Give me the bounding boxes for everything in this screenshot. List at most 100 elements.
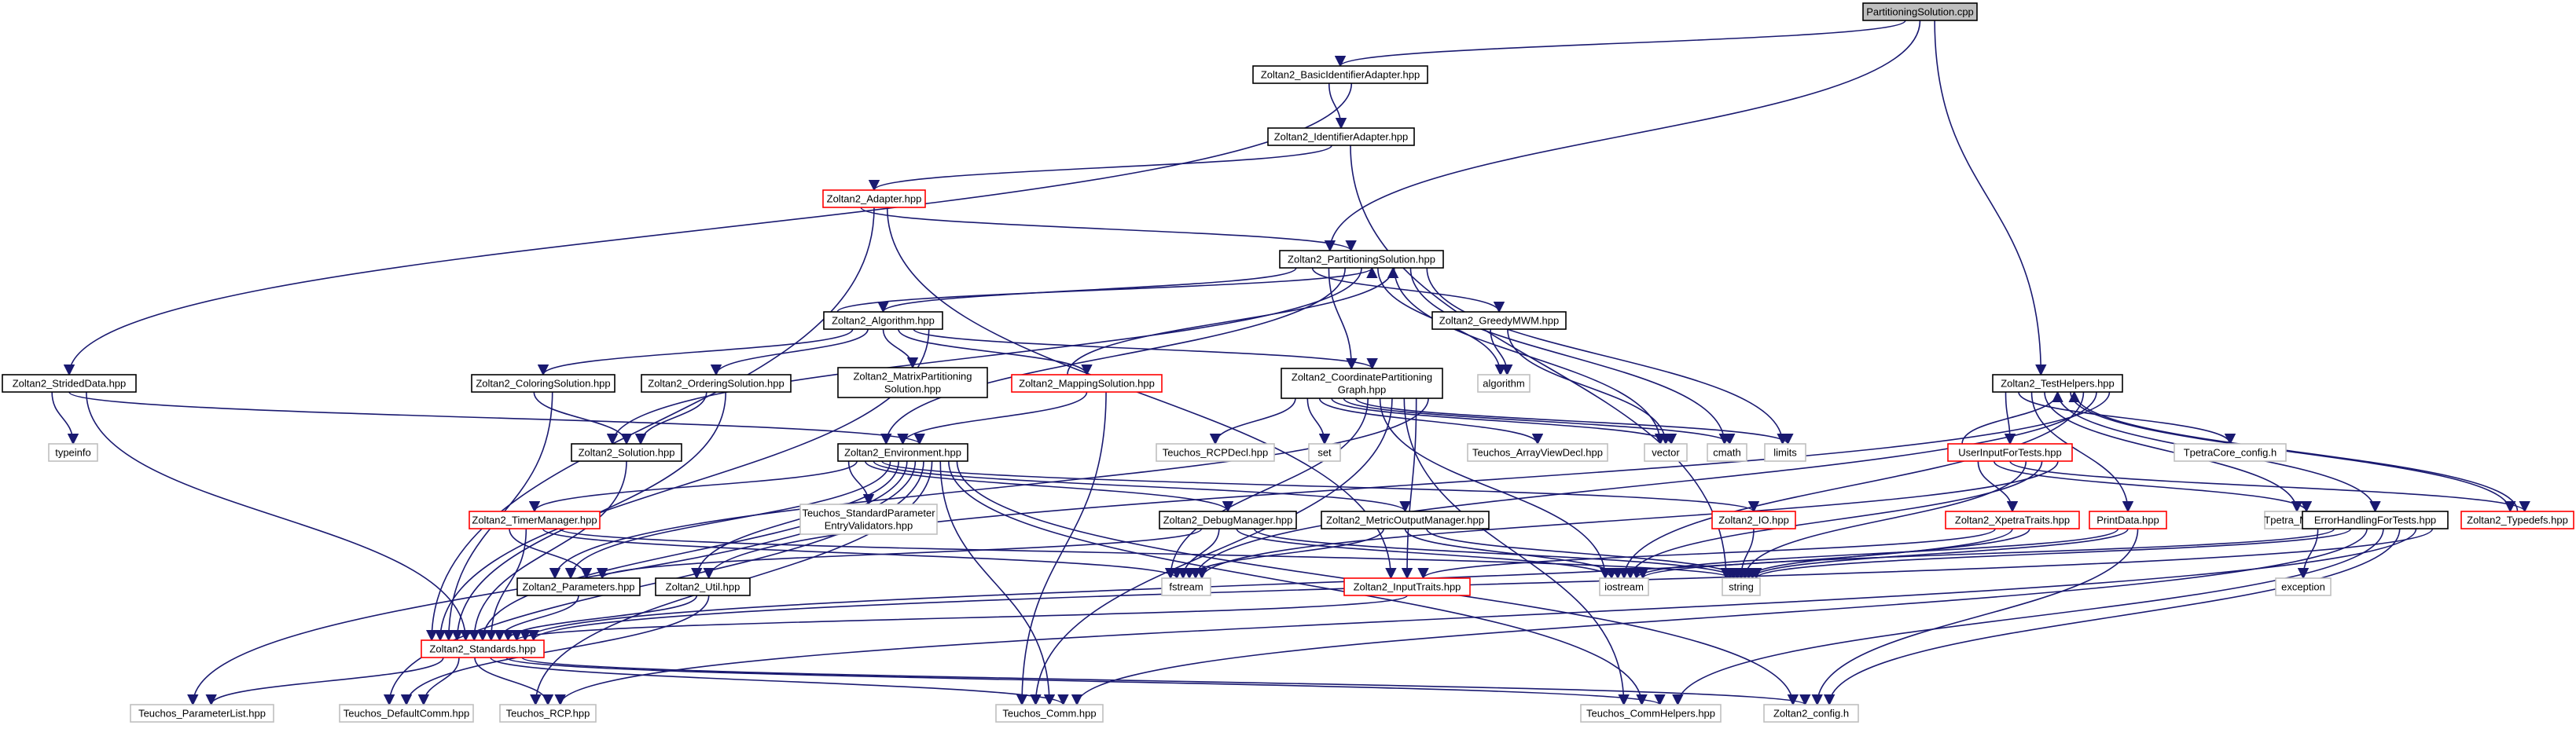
graph-node-fstream[interactable]: fstream (1161, 577, 1211, 596)
graph-node-metricout[interactable]: Zoltan2_MetricOutputManager.hpp (1321, 511, 1490, 529)
graph-node-params[interactable]: Zoltan2_Parameters.hpp (516, 577, 641, 596)
graph-node-standards[interactable]: Zoltan2_Standards.hpp (421, 639, 545, 658)
graph-node-coloring[interactable]: Zoltan2_ColoringSolution.hpp (471, 374, 616, 393)
graph-node-rcpdecl[interactable]: Teuchos_RCPDecl.hpp (1156, 443, 1275, 462)
edge-environment-to-comm (939, 460, 1056, 706)
graph-node-config[interactable]: Zoltan2_config.h (1763, 704, 1859, 723)
graph-node-string[interactable]: string (1722, 577, 1761, 596)
graph-node-algorithm_hpp[interactable]: Zoltan2_Algorithm.hpp (823, 311, 943, 330)
graph-node-basic_id[interactable]: Zoltan2_BasicIdentifierAdapter.hpp (1252, 65, 1428, 84)
node-label: cmath (1713, 447, 1740, 459)
node-label: Teuchos_RCPDecl.hpp (1163, 447, 1268, 459)
graph-node-ordering[interactable]: Zoltan2_OrderingSolution.hpp (641, 374, 792, 393)
edge-metricout-to-string (1426, 528, 1744, 580)
graph-node-commhelpers[interactable]: Teuchos_CommHelpers.hpp (1580, 704, 1722, 723)
graph-node-id_adapter[interactable]: Zoltan2_IdentifierAdapter.hpp (1267, 127, 1415, 146)
edge-testhelpers-to-iostream (1618, 391, 2085, 580)
node-box (2275, 577, 2332, 596)
edge-timer-to-string (559, 528, 1736, 580)
edge-userinput-to-tpetramap (1993, 460, 2313, 513)
graph-node-algorithm_std[interactable]: algorithm (1477, 374, 1531, 393)
edge-standards-to-rcp (474, 657, 554, 706)
graph-node-printdata[interactable]: PrintData.hpp (2089, 511, 2167, 529)
graph-node-io[interactable]: Zoltan2_IO.hpp (1711, 511, 1796, 529)
graph-node-userinput[interactable]: UserInputForTests.hpp (1947, 443, 2073, 462)
node-box (799, 504, 938, 535)
edge-algorithm_hpp-to-matrixpart (882, 328, 919, 369)
graph-node-mapping[interactable]: Zoltan2_MappingSolution.hpp (1011, 374, 1163, 393)
node-label: EntryValidators.hpp (825, 520, 913, 532)
graph-node-iostream[interactable]: iostream (1599, 577, 1649, 596)
edge-environment-to-debugmgr (864, 460, 1234, 513)
edge-environment-to-metricout (873, 460, 1411, 513)
graph-node-limits[interactable]: limits (1764, 443, 1806, 462)
edge-testhelpers-to-tpetramap (2044, 391, 2303, 513)
edge-errhandling-to-config (1824, 528, 2401, 706)
graph-node-adapter[interactable]: Zoltan2_Adapter.hpp (822, 189, 926, 208)
edge-algorithm_hpp-to-ordering (710, 328, 869, 376)
node-box (2302, 511, 2449, 529)
node-box (1281, 368, 1443, 399)
graph-node-defaultcomm[interactable]: Teuchos_DefaultComm.hpp (339, 704, 474, 723)
node-label: Teuchos_StandardParameter (802, 507, 935, 519)
graph-node-comm[interactable]: Teuchos_Comm.hpp (995, 704, 1104, 723)
graph-node-set[interactable]: set (1308, 443, 1341, 462)
edge-xpetra-to-inputtraits (1417, 528, 1996, 580)
graph-node-util[interactable]: Zoltan2_Util.hpp (655, 577, 751, 596)
graph-node-xpetra[interactable]: Zoltan2_XpetraTraits.hpp (1945, 511, 2080, 529)
graph-node-typedefs[interactable]: Zoltan2_Typedefs.hpp (2460, 511, 2574, 529)
node-label: PartitioningSolution.cpp (1866, 6, 1974, 18)
graph-node-environment[interactable]: Zoltan2_Environment.hpp (837, 443, 968, 462)
graph-node-ps_cpp[interactable]: PartitioningSolution.cpp (1862, 2, 1978, 21)
graph-node-strided[interactable]: Zoltan2_StridedData.hpp (2, 374, 137, 393)
edge-environment-to-timer (528, 460, 858, 513)
graph-node-timer[interactable]: Zoltan2_TimerManager.hpp (469, 511, 601, 529)
node-label: Zoltan2_BasicIdentifierAdapter.hpp (1261, 69, 1420, 81)
graph-node-typeinfo[interactable]: typeinfo (48, 443, 98, 462)
graph-node-stdparam[interactable]: Teuchos_StandardParameterEntryValidators… (799, 504, 938, 535)
graph-node-cmath[interactable]: cmath (1707, 443, 1747, 462)
node-box (1156, 443, 1275, 462)
node-box (339, 704, 474, 723)
node-box (471, 374, 616, 393)
node-box (1431, 311, 1567, 330)
node-box (1764, 443, 1806, 462)
edge-ps_cpp-to-psol (1324, 20, 1921, 252)
graph-node-vector[interactable]: vector (1644, 443, 1688, 462)
edge-printdata-to-string (1747, 528, 2129, 580)
node-box (130, 704, 274, 723)
node-label: Zoltan2_TimerManager.hpp (472, 515, 597, 526)
edge-util-to-standards (502, 595, 698, 642)
node-label: Zoltan2_Standards.hpp (429, 643, 535, 655)
graph-node-debugmgr[interactable]: Zoltan2_DebugManager.hpp (1159, 511, 1297, 529)
node-label: Zoltan2_StridedData.hpp (13, 378, 127, 390)
edge-ps_cpp-to-testhelpers (1934, 20, 2047, 376)
edge-coordgraph-to-iostream (1379, 397, 1611, 580)
graph-node-psol[interactable]: Zoltan2_PartitioningSolution.hpp (1279, 250, 1444, 269)
graph-node-rcp[interactable]: Teuchos_RCP.hpp (499, 704, 597, 723)
graph-node-solution[interactable]: Zoltan2_Solution.hpp (571, 443, 682, 462)
graph-node-testhelpers[interactable]: Zoltan2_TestHelpers.hpp (1992, 374, 2123, 393)
graph-node-arrayview[interactable]: Teuchos_ArrayViewDecl.hpp (1467, 443, 1608, 462)
graph-node-errhandling[interactable]: ErrorHandlingForTests.hpp (2302, 511, 2449, 529)
node-label: UserInputForTests.hpp (1958, 447, 2062, 459)
edge-standards-to-paramlist (205, 657, 444, 706)
node-label: Zoltan2_ColoringSolution.hpp (476, 378, 610, 390)
edge-timer-to-params (509, 528, 593, 580)
edge-psol-to-coordgraph (1328, 267, 1358, 370)
graph-node-greedy[interactable]: Zoltan2_GreedyMWM.hpp (1431, 311, 1567, 330)
edge-standards-to-config (521, 657, 1810, 706)
graph-node-exception[interactable]: exception (2275, 577, 2332, 596)
graph-node-inputtraits[interactable]: Zoltan2_InputTraits.hpp (1343, 577, 1471, 596)
node-label: Zoltan2_Algorithm.hpp (832, 315, 935, 327)
node-box (1267, 127, 1415, 146)
node-box (421, 639, 545, 658)
graph-node-tpetracore[interactable]: TpetraCore_config.h (2174, 443, 2287, 462)
edge-testhelpers-to-tpetracore (2018, 391, 2236, 445)
edge-coordgraph-to-arrayview (1318, 397, 1544, 445)
edge-metricout-to-iostream (1404, 528, 1624, 580)
edge-userinput-to-testhelpers (1961, 390, 2063, 445)
graph-node-paramlist[interactable]: Teuchos_ParameterList.hpp (130, 704, 274, 723)
